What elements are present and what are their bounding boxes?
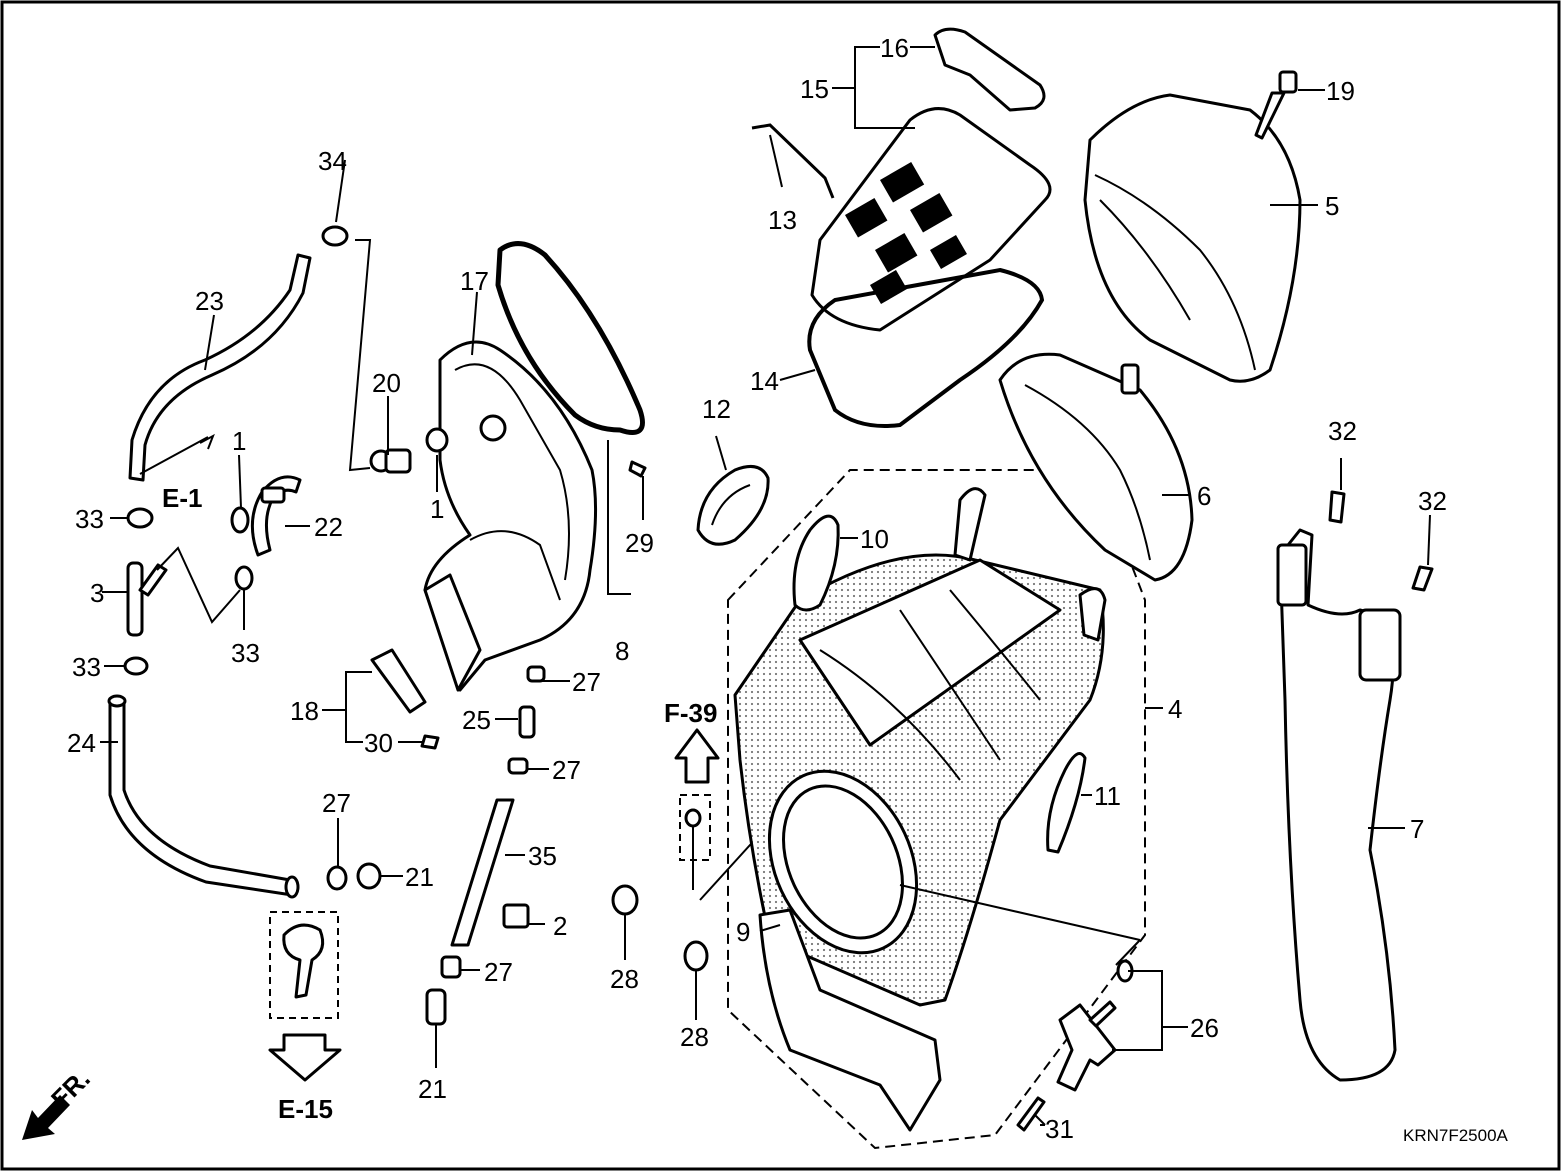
breather-hose-23 bbox=[128, 253, 312, 482]
callout-33-bottom: 33 bbox=[72, 652, 101, 682]
callout-9: 9 bbox=[736, 917, 750, 947]
element-holder-6 bbox=[998, 352, 1194, 582]
ref-e1: E-1 bbox=[162, 483, 202, 513]
side-cover-7 bbox=[1276, 528, 1402, 1082]
callout-8: 8 bbox=[615, 636, 629, 666]
callout-24: 24 bbox=[67, 728, 96, 758]
callout-7: 7 bbox=[1410, 814, 1424, 844]
callout-20: 20 bbox=[372, 368, 401, 398]
callout-35: 35 bbox=[528, 841, 557, 871]
callout-1-right: 1 bbox=[430, 494, 444, 524]
screw-32-a bbox=[1328, 490, 1346, 524]
seal-ring-8 bbox=[495, 241, 645, 435]
drain-assembly-26 bbox=[1056, 959, 1134, 1092]
front-direction-arrow: FR. bbox=[22, 1063, 96, 1140]
callout-19: 19 bbox=[1326, 76, 1355, 106]
seal-11 bbox=[1046, 752, 1087, 854]
callout-22: 22 bbox=[314, 512, 343, 542]
air-cleaner-cover-15 bbox=[810, 107, 1052, 332]
breather-joint-3 bbox=[126, 561, 168, 637]
clamp-33-top bbox=[126, 507, 154, 529]
callout-15: 15 bbox=[800, 74, 829, 104]
screw-30 bbox=[420, 734, 440, 750]
callout-14: 14 bbox=[750, 366, 779, 396]
cover-10 bbox=[792, 514, 840, 612]
grommet-18 bbox=[370, 648, 427, 714]
callout-23: 23 bbox=[195, 286, 224, 316]
callout-12: 12 bbox=[702, 394, 731, 424]
callout-33-top: 33 bbox=[75, 504, 104, 534]
callout-10: 10 bbox=[860, 524, 889, 554]
callout-25: 25 bbox=[462, 705, 491, 735]
callout-13: 13 bbox=[768, 205, 797, 235]
callout-27-a: 27 bbox=[572, 667, 601, 697]
callout-28-a: 28 bbox=[610, 964, 639, 994]
f39-reference bbox=[674, 728, 781, 901]
grommet-12 bbox=[696, 464, 770, 546]
callout-1-left: 1 bbox=[232, 426, 246, 456]
callout-4: 4 bbox=[1168, 694, 1182, 724]
hose-22 bbox=[250, 475, 302, 557]
callout-18: 18 bbox=[290, 696, 319, 726]
spring-13 bbox=[751, 123, 835, 199]
cover-16 bbox=[933, 27, 1046, 112]
joint-20 bbox=[369, 427, 449, 474]
air-cleaner-element-5 bbox=[1083, 93, 1302, 383]
nut-28-b bbox=[683, 940, 709, 972]
callout-27-d: 27 bbox=[484, 957, 513, 987]
callout-29: 29 bbox=[625, 528, 654, 558]
nut-28-a bbox=[611, 884, 639, 916]
callout-27-c: 27 bbox=[322, 788, 351, 818]
callout-28-b: 28 bbox=[680, 1022, 709, 1052]
callout-31: 31 bbox=[1045, 1114, 1074, 1144]
callout-16: 16 bbox=[880, 33, 909, 63]
callout-21-bottom: 21 bbox=[418, 1074, 447, 1104]
clamp-1-left bbox=[230, 506, 250, 534]
callout-6: 6 bbox=[1197, 481, 1211, 511]
clip-2 bbox=[502, 903, 530, 929]
callout-2: 2 bbox=[553, 911, 567, 941]
e15-reference-box bbox=[268, 911, 342, 1082]
clamp-33-bottom bbox=[123, 656, 149, 676]
ref-f39: F-39 bbox=[664, 698, 717, 728]
clamp-27-a bbox=[526, 665, 546, 683]
callout-27-b: 27 bbox=[552, 755, 581, 785]
clamp-27-c bbox=[440, 955, 462, 979]
callout-17: 17 bbox=[460, 266, 489, 296]
screw-31 bbox=[1016, 1096, 1046, 1132]
diagram-code: KRN7F2500A bbox=[1403, 1126, 1509, 1145]
clamp-34 bbox=[321, 225, 349, 247]
case-bottom-9 bbox=[758, 908, 942, 1132]
clamp-27-b bbox=[507, 757, 529, 775]
callout-3: 3 bbox=[90, 578, 104, 608]
air-cleaner-case-cover-17 bbox=[423, 340, 598, 692]
callout-32-a: 32 bbox=[1328, 416, 1357, 446]
callout-33-right: 33 bbox=[231, 638, 260, 668]
screw-32-b bbox=[1411, 565, 1434, 592]
callout-32-b: 32 bbox=[1418, 486, 1447, 516]
gasket-14 bbox=[807, 267, 1045, 428]
callout-11: 11 bbox=[1094, 781, 1121, 811]
callout-34: 34 bbox=[318, 146, 347, 176]
screw-29 bbox=[628, 460, 647, 478]
air-cleaner-case-4 bbox=[727, 469, 1146, 1150]
callout-26: 26 bbox=[1190, 1013, 1219, 1043]
callout-30: 30 bbox=[364, 728, 393, 758]
plug-21-bottom bbox=[425, 988, 447, 1026]
callout-5: 5 bbox=[1325, 191, 1339, 221]
clamp-33-right bbox=[234, 565, 254, 591]
leader-lines bbox=[100, 46, 1431, 1126]
joint-25 bbox=[518, 705, 536, 739]
ref-e15: E-15 bbox=[278, 1094, 333, 1124]
drain-tube-24 bbox=[107, 694, 382, 899]
bolt-19 bbox=[1254, 70, 1298, 140]
tube-35 bbox=[450, 798, 515, 947]
callout-21-right: 21 bbox=[405, 862, 434, 892]
